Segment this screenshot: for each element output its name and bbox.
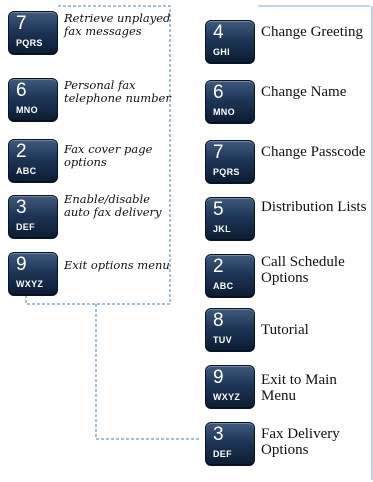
key-letters: WXYZ [16,279,44,289]
label-call-schedule-options: Call Schedule Options [261,254,345,286]
key-digit: 6 [16,80,27,101]
key-7[interactable]: 7 PQRS [205,140,255,184]
key-4[interactable]: 4 GHI [205,20,255,64]
label-change-greeting: Change Greeting [261,24,364,40]
key-2[interactable]: 2 ABC [205,254,255,298]
key-letters: JKL [213,224,231,234]
key-digit: 9 [213,367,224,388]
label-change-name: Change Name [261,84,347,100]
key-letters: DEF [16,222,35,232]
key-letters: TUV [213,335,232,345]
key-digit: 2 [16,141,27,162]
key-digit: 7 [213,142,224,163]
label-exit-options-menu: Exit options menu [64,258,170,272]
key-3[interactable]: 3 DEF [205,422,255,466]
key-letters: WXYZ [213,392,241,402]
key-digit: 6 [213,82,224,103]
key-5[interactable]: 5 JKL [205,197,255,241]
key-9[interactable]: 9 WXYZ [8,252,58,296]
key-letters: MNO [213,107,235,117]
key-letters: GHI [213,47,230,57]
key-letters: MNO [16,105,38,115]
label-fax-delivery-options: Fax Delivery Options [261,426,340,458]
key-digit: 4 [213,22,224,43]
key-letters: PQRS [213,167,240,177]
key-digit: 2 [213,256,224,277]
key-letters: PQRS [16,38,43,48]
label-auto-fax-delivery: Enable/disable auto fax delivery [64,192,162,219]
label-distribution-lists: Distribution Lists [261,199,367,215]
key-digit: 8 [213,310,224,331]
key-digit: 3 [16,197,27,218]
key-digit: 5 [213,199,224,220]
key-digit: 3 [213,424,224,445]
key-letters: ABC [213,281,234,291]
key-digit: 7 [16,13,27,34]
label-retrieve-unplayed-fax: Retrieve unplayed fax messages [64,11,171,38]
label-tutorial: Tutorial [261,322,309,338]
label-exit-to-main-menu: Exit to Main Menu [261,372,337,404]
key-letters: ABC [16,166,37,176]
key-digit: 9 [16,254,27,275]
label-change-passcode: Change Passcode [261,144,366,160]
key-3[interactable]: 3 DEF [8,195,58,239]
key-9[interactable]: 9 WXYZ [205,365,255,409]
key-2[interactable]: 2 ABC [8,139,58,183]
label-fax-cover-page: Fax cover page options [64,142,153,169]
key-6[interactable]: 6 MNO [205,80,255,124]
key-letters: DEF [213,449,232,459]
key-8[interactable]: 8 TUV [205,308,255,352]
key-6[interactable]: 6 MNO [8,78,58,122]
label-personal-fax-number: Personal fax telephone number [64,78,171,105]
key-7[interactable]: 7 PQRS [8,11,58,55]
